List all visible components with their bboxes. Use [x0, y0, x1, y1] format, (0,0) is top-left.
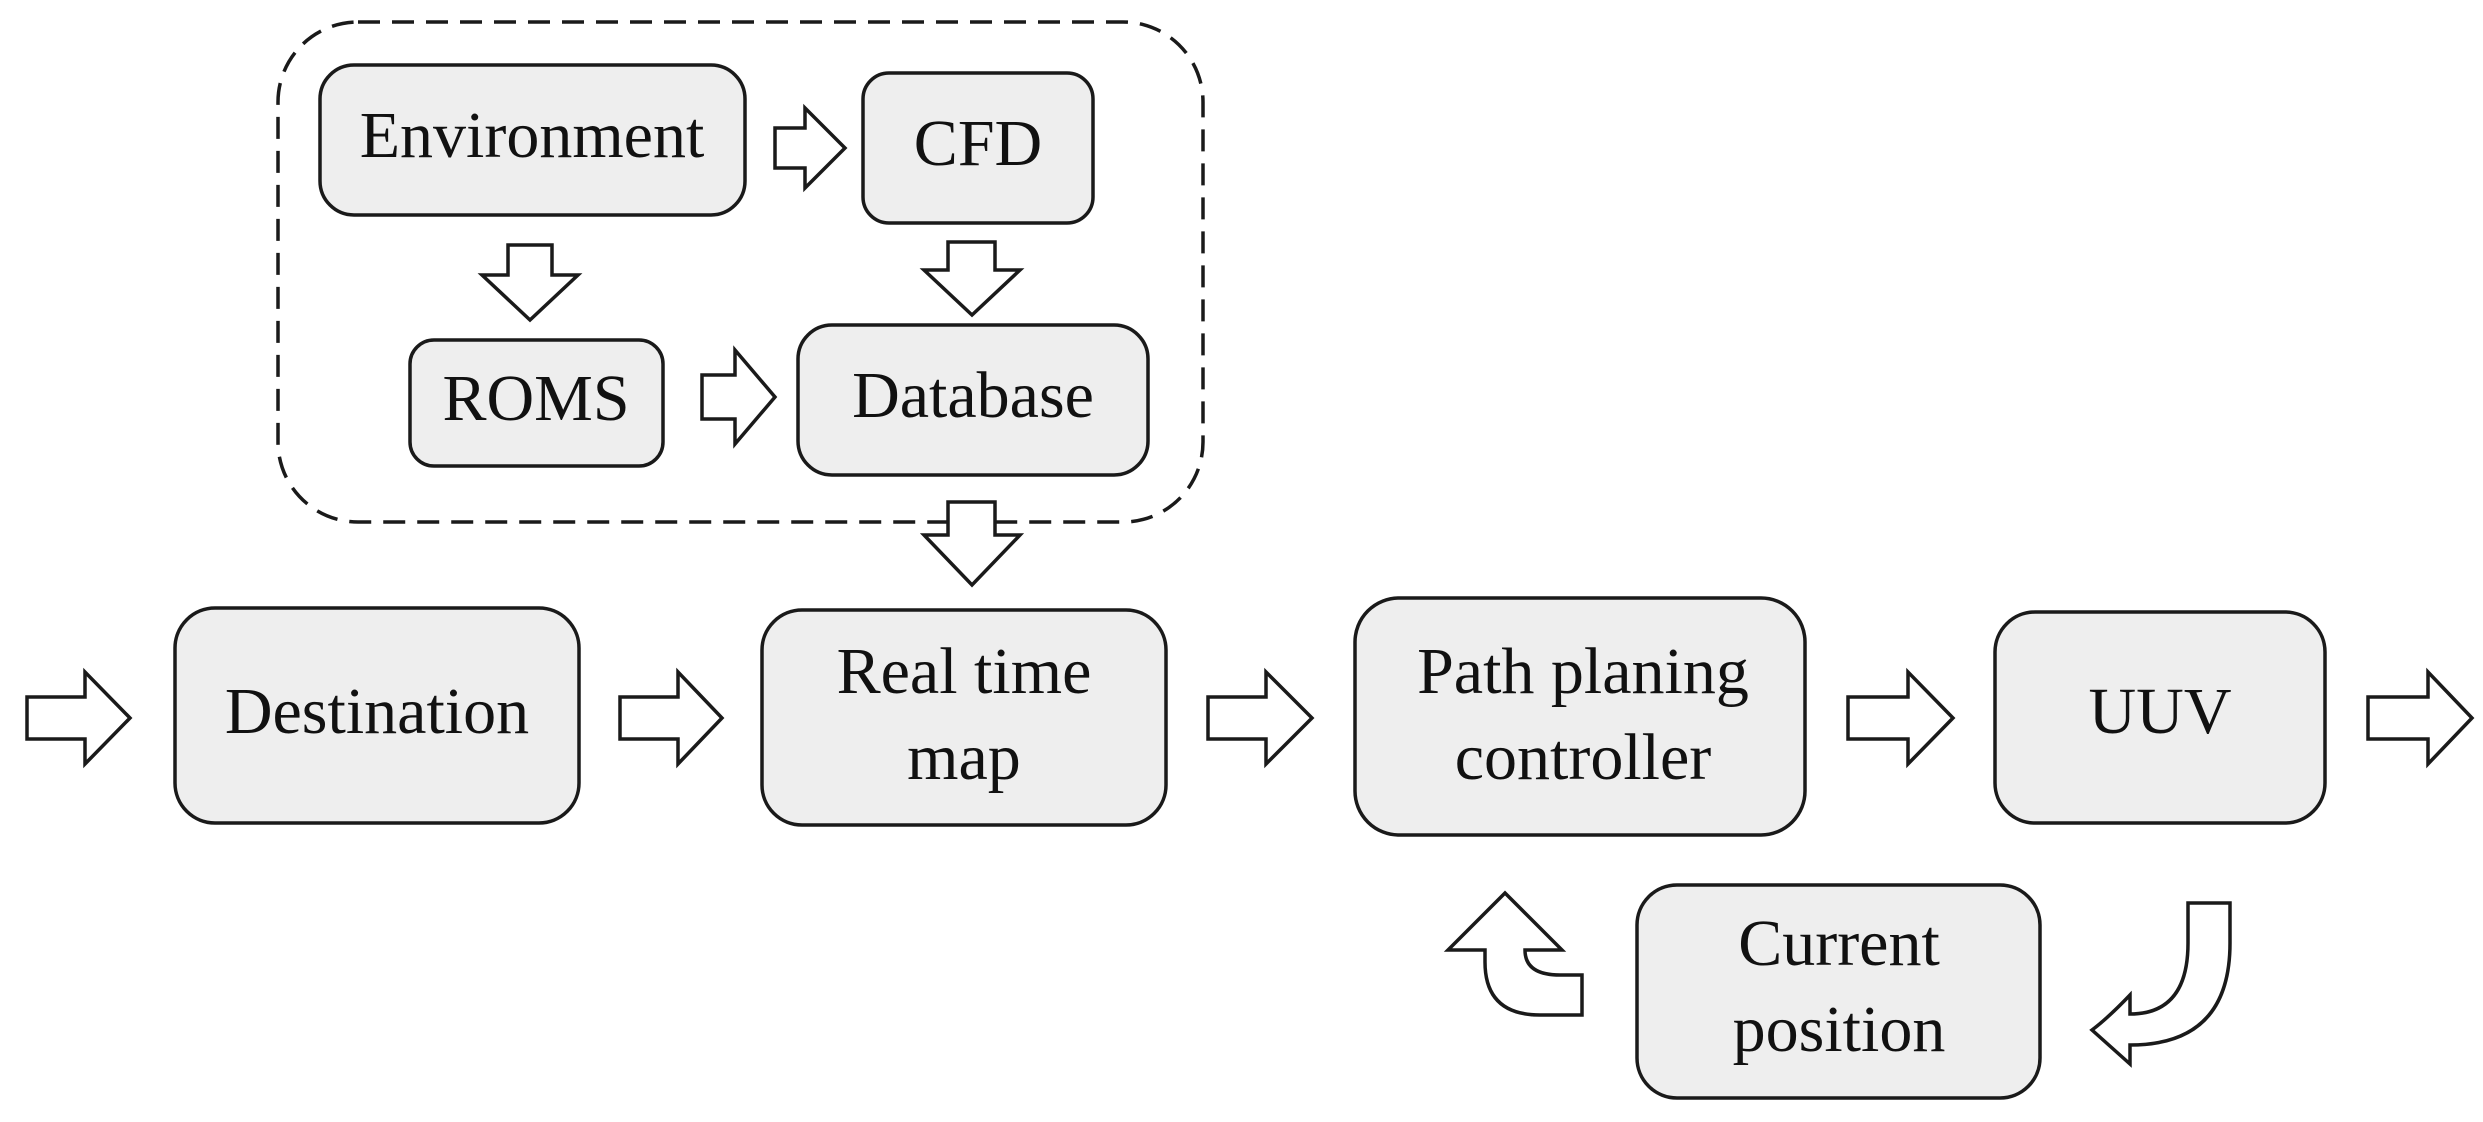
environment-label: Environment	[360, 99, 705, 172]
current-position-box: Current position	[1635, 883, 2042, 1100]
path-planning-controller-box: Path planing controller	[1353, 596, 1807, 837]
arrow-environment-to-cfd	[773, 103, 848, 193]
arrow-cfd-to-database	[919, 240, 1025, 318]
database-box: Database	[796, 323, 1150, 477]
real-time-map-label-line1: Real time	[837, 635, 1092, 708]
current-position-label-line2: position	[1733, 993, 1946, 1066]
current-position-label-line1: Current	[1738, 907, 1940, 980]
destination-box: Destination	[173, 606, 581, 825]
arrow-uuv-to-current-position-shape	[2089, 901, 2232, 1068]
roms-box: ROMS	[408, 338, 665, 468]
environment-box: Environment	[318, 63, 747, 217]
uuv-box: UUV	[1993, 610, 2327, 825]
uuv-label: UUV	[2089, 675, 2232, 748]
arrow-real-time-map-to-controller	[1206, 667, 1315, 769]
arrow-controller-to-uuv	[1846, 667, 1956, 769]
roms-label: ROMS	[442, 362, 629, 435]
arrow-destination-to-real-time-map	[618, 667, 725, 769]
arrow-roms-to-database	[700, 345, 778, 449]
arrow-current-position-to-controller	[1443, 890, 1584, 1017]
database-label: Database	[852, 359, 1094, 432]
arrow-input-to-destination	[25, 667, 133, 769]
destination-label: Destination	[225, 675, 529, 748]
path-planning-controller-label-line1: Path planing	[1417, 635, 1749, 708]
arrow-uuv-to-output	[2366, 667, 2475, 769]
real-time-map-box: Real time map	[760, 608, 1168, 827]
real-time-map-label-line2: map	[907, 721, 1021, 794]
cfd-box: CFD	[861, 71, 1095, 225]
arrow-database-to-real-time-map	[919, 500, 1025, 588]
arrow-environment-to-roms	[477, 243, 583, 323]
cfd-label: CFD	[914, 107, 1042, 180]
data-source-group	[276, 20, 1205, 524]
path-planning-controller-label-line2: controller	[1455, 721, 1712, 794]
